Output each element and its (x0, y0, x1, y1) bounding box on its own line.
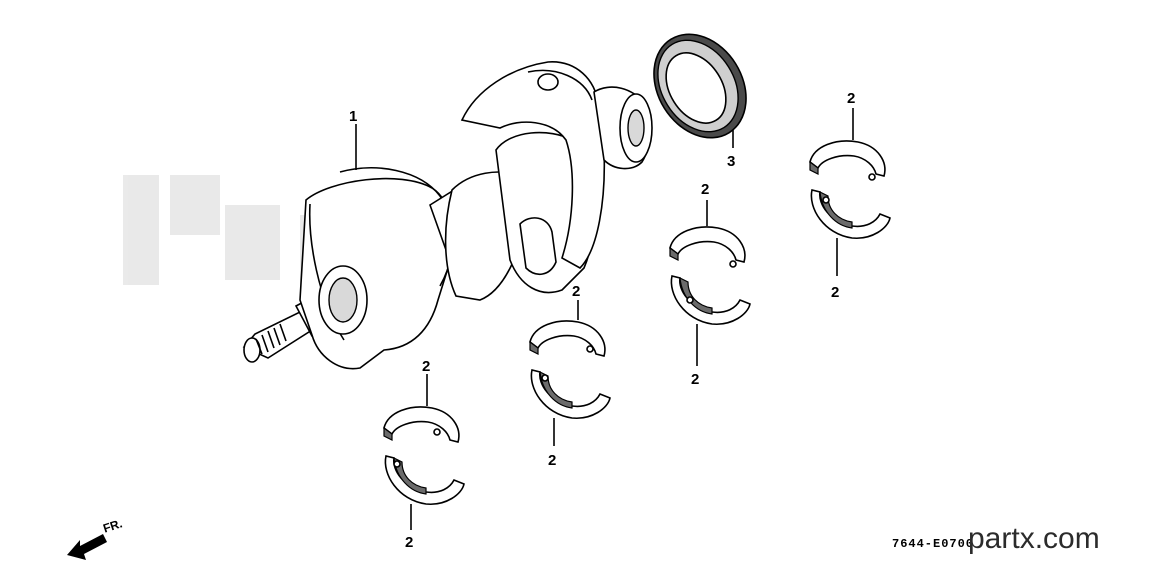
callout-2c-bottom: 2 (691, 371, 699, 388)
callout-2d-top: 2 (847, 90, 855, 107)
bearing-set-a[interactable] (383, 406, 465, 505)
callout-2a-bottom: 2 (405, 534, 413, 551)
diagram-code: 7644-E0700 (892, 537, 975, 551)
crankshaft[interactable] (242, 61, 653, 370)
bearing-set-b[interactable] (529, 320, 611, 419)
callout-2d-bottom: 2 (831, 284, 839, 301)
front-direction-arrow-icon (67, 534, 107, 560)
callout-2b-top: 2 (572, 283, 580, 300)
site-watermark: partx.com (968, 522, 1100, 555)
callout-3: 3 (727, 153, 735, 170)
callout-2a-top: 2 (422, 358, 430, 375)
oil-seal[interactable] (635, 17, 765, 155)
bearing-set-d[interactable] (809, 140, 891, 239)
callout-1: 1 (349, 108, 357, 125)
callout-2b-bottom: 2 (548, 452, 556, 469)
callout-2c-top: 2 (701, 181, 709, 198)
bearing-set-c[interactable] (669, 226, 751, 325)
